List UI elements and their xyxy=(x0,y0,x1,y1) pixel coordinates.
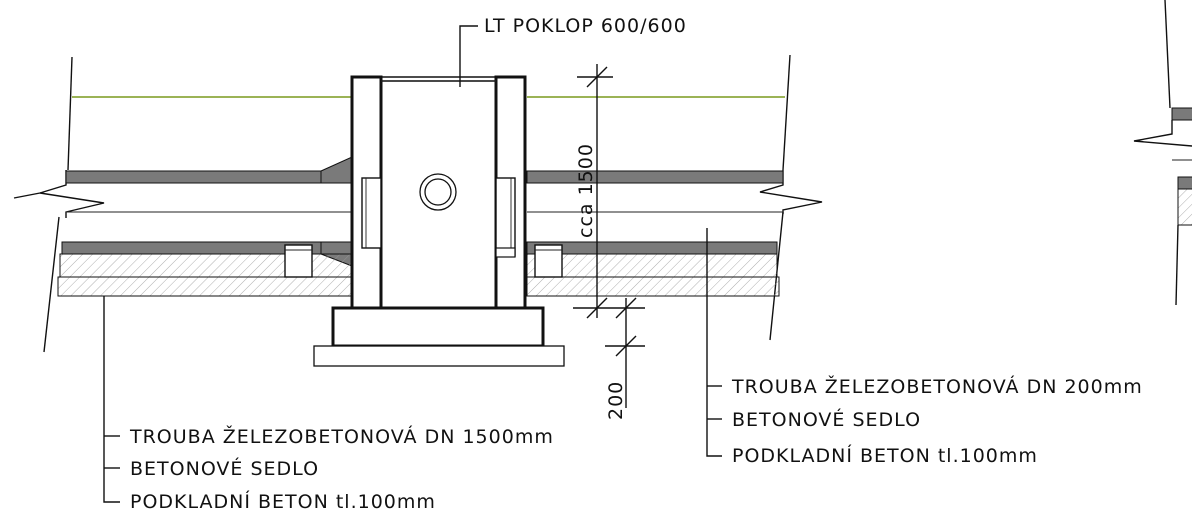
dim-tick-mid xyxy=(586,297,608,319)
right-callout: TROUBA ŽELEZOBETONOVÁ DN 200mm BETONOVÉ … xyxy=(706,228,1143,467)
cover-leader xyxy=(459,25,478,87)
opening-left xyxy=(361,177,382,249)
pipe-flare-top-left xyxy=(320,156,353,184)
left-callout-saddle: BETONOVÉ SEDLO xyxy=(130,457,319,480)
fragment-pipe-top xyxy=(1171,107,1192,121)
dim-base-label: 200 xyxy=(605,381,627,420)
adjacent-section-fragment xyxy=(1133,0,1192,306)
manhole-foundation xyxy=(313,306,565,367)
fragment-bedding xyxy=(1177,188,1192,226)
opening-right xyxy=(495,177,516,257)
foundation-slab xyxy=(331,306,545,348)
shaft-body xyxy=(380,80,497,309)
base-concrete-right xyxy=(526,276,780,297)
left-leader xyxy=(103,296,120,503)
foundation-blinding xyxy=(313,345,565,367)
fragment-break xyxy=(1133,120,1192,147)
pipe-dn1500-left xyxy=(61,156,353,267)
dim-height-label: cca 1500 xyxy=(575,143,597,238)
trench-wall-right xyxy=(782,54,791,171)
right-callout-pipe: TROUBA ŽELEZOBETONOVÁ DN 200mm xyxy=(731,375,1143,398)
dimension-base: 200 xyxy=(605,297,645,420)
right-leader xyxy=(706,228,722,457)
manhole-shaft xyxy=(350,75,527,310)
step-iron-outer xyxy=(419,173,457,211)
fragment-wall-top xyxy=(1164,0,1171,109)
step-iron-inner xyxy=(424,178,452,206)
pipe-top-wall-right xyxy=(526,170,784,184)
trench-wall-left-lower xyxy=(43,216,60,353)
fragment-pipe-bottom xyxy=(1177,176,1192,190)
pipe-bottom-wall-right xyxy=(526,241,778,255)
left-callout: TROUBA ŽELEZOBETONOVÁ DN 1500mm BETONOVÉ… xyxy=(103,296,554,513)
base-concrete-left xyxy=(57,276,353,297)
pipe-top-wall-left xyxy=(65,170,322,184)
left-callout-pipe: TROUBA ŽELEZOBETONOVÁ DN 1500mm xyxy=(129,425,554,448)
break-extension-left xyxy=(13,192,41,199)
right-callout-base: PODKLADNÍ BETON tl.100mm xyxy=(732,444,1038,467)
bedding-layers xyxy=(57,244,780,297)
left-callout-base: PODKLADNÍ BETON tl.100mm xyxy=(130,490,436,513)
dim-tick-base-top xyxy=(615,297,637,319)
right-callout-saddle: BETONOVÉ SEDLO xyxy=(732,408,921,431)
cover-callout: LT POKLOP 600/600 xyxy=(459,15,687,87)
opening-right-ledge xyxy=(495,247,516,258)
dim-tick-base-bottom xyxy=(615,335,637,357)
dim-tick-top xyxy=(586,66,608,88)
trench-wall-left xyxy=(67,56,73,171)
pipe-bottom-wall-left xyxy=(61,241,322,255)
cover-label: LT POKLOP 600/600 xyxy=(484,15,687,37)
saddle-right xyxy=(526,253,778,278)
dimension-height: cca 1500 xyxy=(573,64,645,319)
fragment-wall-bottom xyxy=(1175,224,1179,306)
pipe-dn200-right xyxy=(526,170,784,255)
